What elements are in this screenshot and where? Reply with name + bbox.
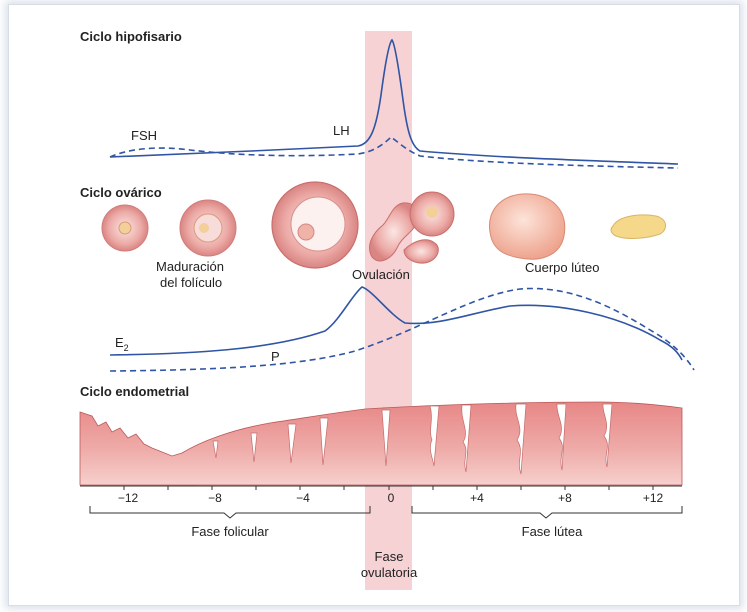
tick-label: +12	[643, 491, 664, 505]
pituitary-cycle-title: Ciclo hipofisario	[80, 29, 182, 44]
follicular-brace	[90, 506, 370, 518]
secondary-follicle	[180, 200, 236, 256]
maturation-label-line2: del folículo	[160, 275, 222, 290]
ovarian-cycle-title: Ciclo ovárico	[80, 185, 162, 200]
endometrium-layer	[80, 402, 682, 485]
follicular-phase-label: Fase folicular	[191, 524, 269, 539]
ovulatory-phase-label-line2: ovulatoria	[361, 565, 418, 580]
fsh-label: FSH	[131, 128, 157, 143]
p-label: P	[271, 349, 280, 364]
tick-label: +4	[470, 491, 484, 505]
corpus-luteum-label: Cuerpo lúteo	[525, 260, 599, 275]
corpus-albicans	[611, 215, 666, 239]
tick-label: −4	[296, 491, 310, 505]
corpus-luteum	[489, 194, 564, 259]
tick-label: 0	[388, 491, 395, 505]
e2-label: E2	[115, 335, 129, 353]
ovulation-label: Ovulación	[352, 267, 410, 282]
maturation-label-line1: Maduración	[156, 259, 224, 274]
luteal-brace	[412, 506, 682, 518]
primary-follicle	[102, 205, 148, 251]
ovulatory-phase-label-line1: Fase	[375, 549, 404, 564]
tick-label: +8	[558, 491, 572, 505]
lh-label: LH	[333, 123, 350, 138]
axis-tick-marks	[124, 486, 653, 490]
endometrial-cycle-title: Ciclo endometrial	[80, 384, 189, 399]
tick-label: −8	[208, 491, 222, 505]
mature-follicle	[272, 182, 358, 268]
luteal-phase-label: Fase lútea	[522, 524, 583, 539]
tick-label: −12	[118, 491, 139, 505]
